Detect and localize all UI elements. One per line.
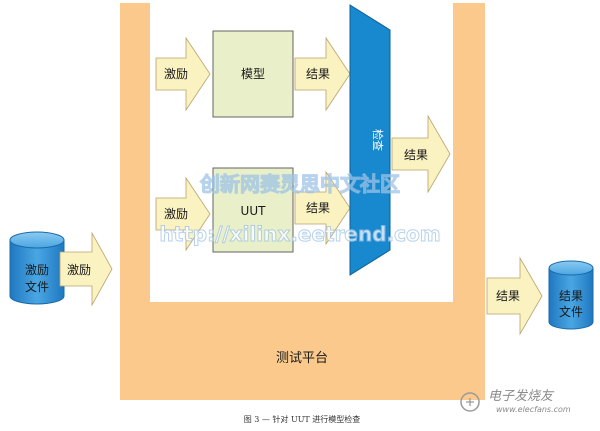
stimulus-file-cylinder: 激励 文件 — [9, 231, 65, 305]
result-arrow-uut: 结果 — [294, 170, 351, 246]
watermark: 创新网赛灵思中文社区 http://xilinx.eetrend.com — [159, 172, 441, 247]
model-box: 模型 — [212, 30, 294, 118]
result-arrow-checker: 结果 — [391, 114, 451, 194]
uut-label: UUT — [241, 204, 267, 218]
stimulus-arrow-uut: 激励 — [155, 176, 211, 252]
test-platform-label: 测试平台 — [276, 351, 328, 366]
stimulus-arrow-model-label: 激励 — [164, 67, 188, 81]
result-file-cylinder: 结果 文件 — [548, 260, 594, 330]
test-platform — [120, 3, 485, 400]
stimulus-arrow-input-label: 激励 — [67, 263, 91, 277]
watermark-line1: 创新网赛灵思中文社区 — [199, 172, 400, 196]
watermark-line2: http://xilinx.eetrend.com — [159, 222, 440, 246]
result-arrow-uut-label: 结果 — [306, 201, 330, 215]
result-arrow-output-label: 结果 — [496, 289, 520, 303]
uut-box: UUT — [212, 167, 294, 253]
stimulus-file-label-2: 文件 — [25, 279, 49, 294]
checker-label: 检查 — [371, 129, 385, 151]
result-arrow-checker-label: 结果 — [404, 148, 428, 162]
model-label: 模型 — [241, 67, 265, 81]
result-file-label-2: 文件 — [559, 304, 583, 319]
logo-en: www.elecfans.com — [496, 405, 571, 414]
stimulus-arrow-model: 激励 — [155, 36, 211, 112]
result-arrow-output: 结果 — [486, 256, 543, 336]
stimulus-arrow-input: 激励 — [59, 231, 113, 307]
stimulus-arrow-uut-label: 激励 — [164, 207, 188, 221]
result-arrow-model: 结果 — [294, 36, 351, 112]
logo-cn: 电子发烧友 — [488, 389, 555, 404]
figure-caption: 图 3 — 针对 UUT 进行模型检查 — [244, 414, 361, 424]
elecfans-logo: 电子发烧友 www.elecfans.com — [460, 389, 571, 414]
checker-block: 检查 — [349, 4, 391, 276]
result-arrow-model-label: 结果 — [306, 67, 330, 81]
result-file-label-1: 结果 — [559, 289, 583, 303]
stimulus-file-label-1: 激励 — [25, 263, 49, 277]
